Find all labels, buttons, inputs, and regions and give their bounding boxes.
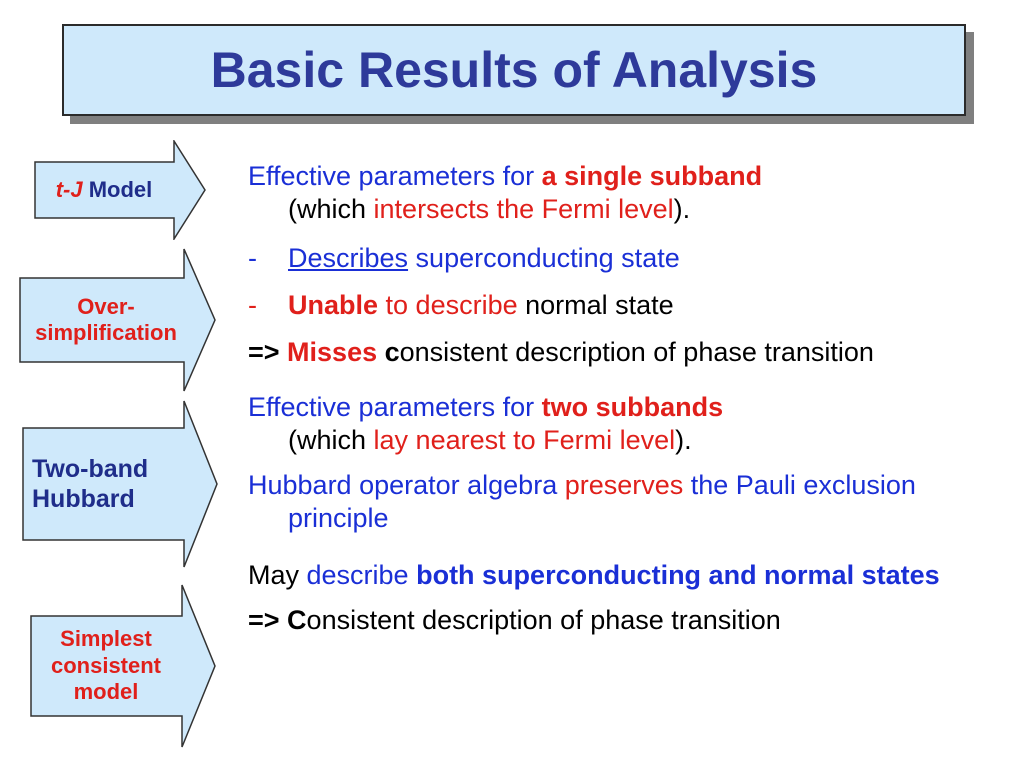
p1-text1: Effective parameters for [248,161,542,191]
p5-text5: ). [675,425,692,455]
paragraph-consistent: => Consistent description of phase trans… [248,604,1008,637]
arrow-simplest-consistent-model: Simplest consistent model [30,584,216,748]
arrow-label-two-band: Two-band Hubbard [22,400,192,568]
oversimp-line2: simplification [35,320,177,345]
paragraph-may-describe: May describe both superconducting and no… [248,559,1008,592]
p4-text1: => [248,337,288,367]
p5-text1: Effective parameters for [248,392,542,422]
paragraph-single-subband: Effective parameters for a single subban… [248,160,1008,226]
p1-text4: intersects the Fermi level [373,194,674,224]
arrow-shape [30,584,216,748]
p7-text1: May [248,560,307,590]
p2-text1: Describes [288,243,409,273]
simplest-line3: model [73,679,139,705]
twoband-line1: Two-band [32,455,149,483]
p3-text3: normal state [525,290,674,320]
arrow-shape [34,140,206,240]
oversimp-line1: Over- [77,293,135,319]
paragraph-two-subbands: Effective parameters for two subbands (wh… [248,391,1008,457]
p5-text3: (which [288,425,374,455]
p5-text4: lay nearest to Fermi level [373,425,676,455]
arrow-label-oversimplification: Over- simplification [16,248,196,392]
p6-text2: preserves [564,470,684,500]
p6-text3: the Pauli exclusion principle [288,470,916,533]
p1-text3: (which [288,194,374,224]
page-title: Basic Results of Analysis [210,42,818,98]
arrow-tj-model: t-J Model [34,140,206,240]
p6-text1: Hubbard operator algebra [248,470,565,500]
tj-italic: t-J [55,176,83,202]
twoband-line2: Hubbard [32,485,135,513]
content-body: Effective parameters for a single subban… [248,160,1008,637]
p7-text2: describe [306,560,417,590]
simplest-line2: consistent [50,652,162,678]
title-box: Basic Results of Analysis [62,24,966,116]
arrow-oversimplification: Over- simplification [16,248,216,392]
arrow-shape [22,400,218,568]
tj-rest: Model [82,176,153,202]
bullet-dash: - [248,290,257,320]
p7-text3: both superconducting and normal states [416,560,940,590]
p4-text2: Misses [287,337,378,367]
arrow-shape [19,248,216,392]
p5-text2: two subbands [541,392,724,422]
bullet-dash: - [248,243,257,273]
p4-text4: onsistent description of phase transitio… [399,337,874,367]
p8-text1: => [248,605,288,635]
p3-text1: Unable [288,290,379,320]
simplest-line1: Simplest [60,626,152,652]
arrow-label-tj: t-J Model [34,140,174,240]
paragraph-unable: - Unable to describe normal state [248,289,1008,322]
p1-text2: a single subband [541,161,763,191]
paragraph-describes: - Describes superconducting state [248,242,1008,275]
arrow-two-band-hubbard: Two-band Hubbard [22,400,218,568]
p1-text5: ). [673,194,691,224]
paragraph-misses: => Misses consistent description of phas… [248,336,1008,369]
arrow-label-simplest: Simplest consistent model [30,584,182,748]
p4-text3: c [377,337,400,367]
paragraph-hubbard-operator: Hubbard operator algebra preserves the P… [248,469,1008,535]
p3-text2: to describe [378,290,526,320]
p8-text3: onsistent description of phase transitio… [306,605,781,635]
p2-text2: superconducting state [408,243,680,273]
p8-text2: C [287,605,307,635]
